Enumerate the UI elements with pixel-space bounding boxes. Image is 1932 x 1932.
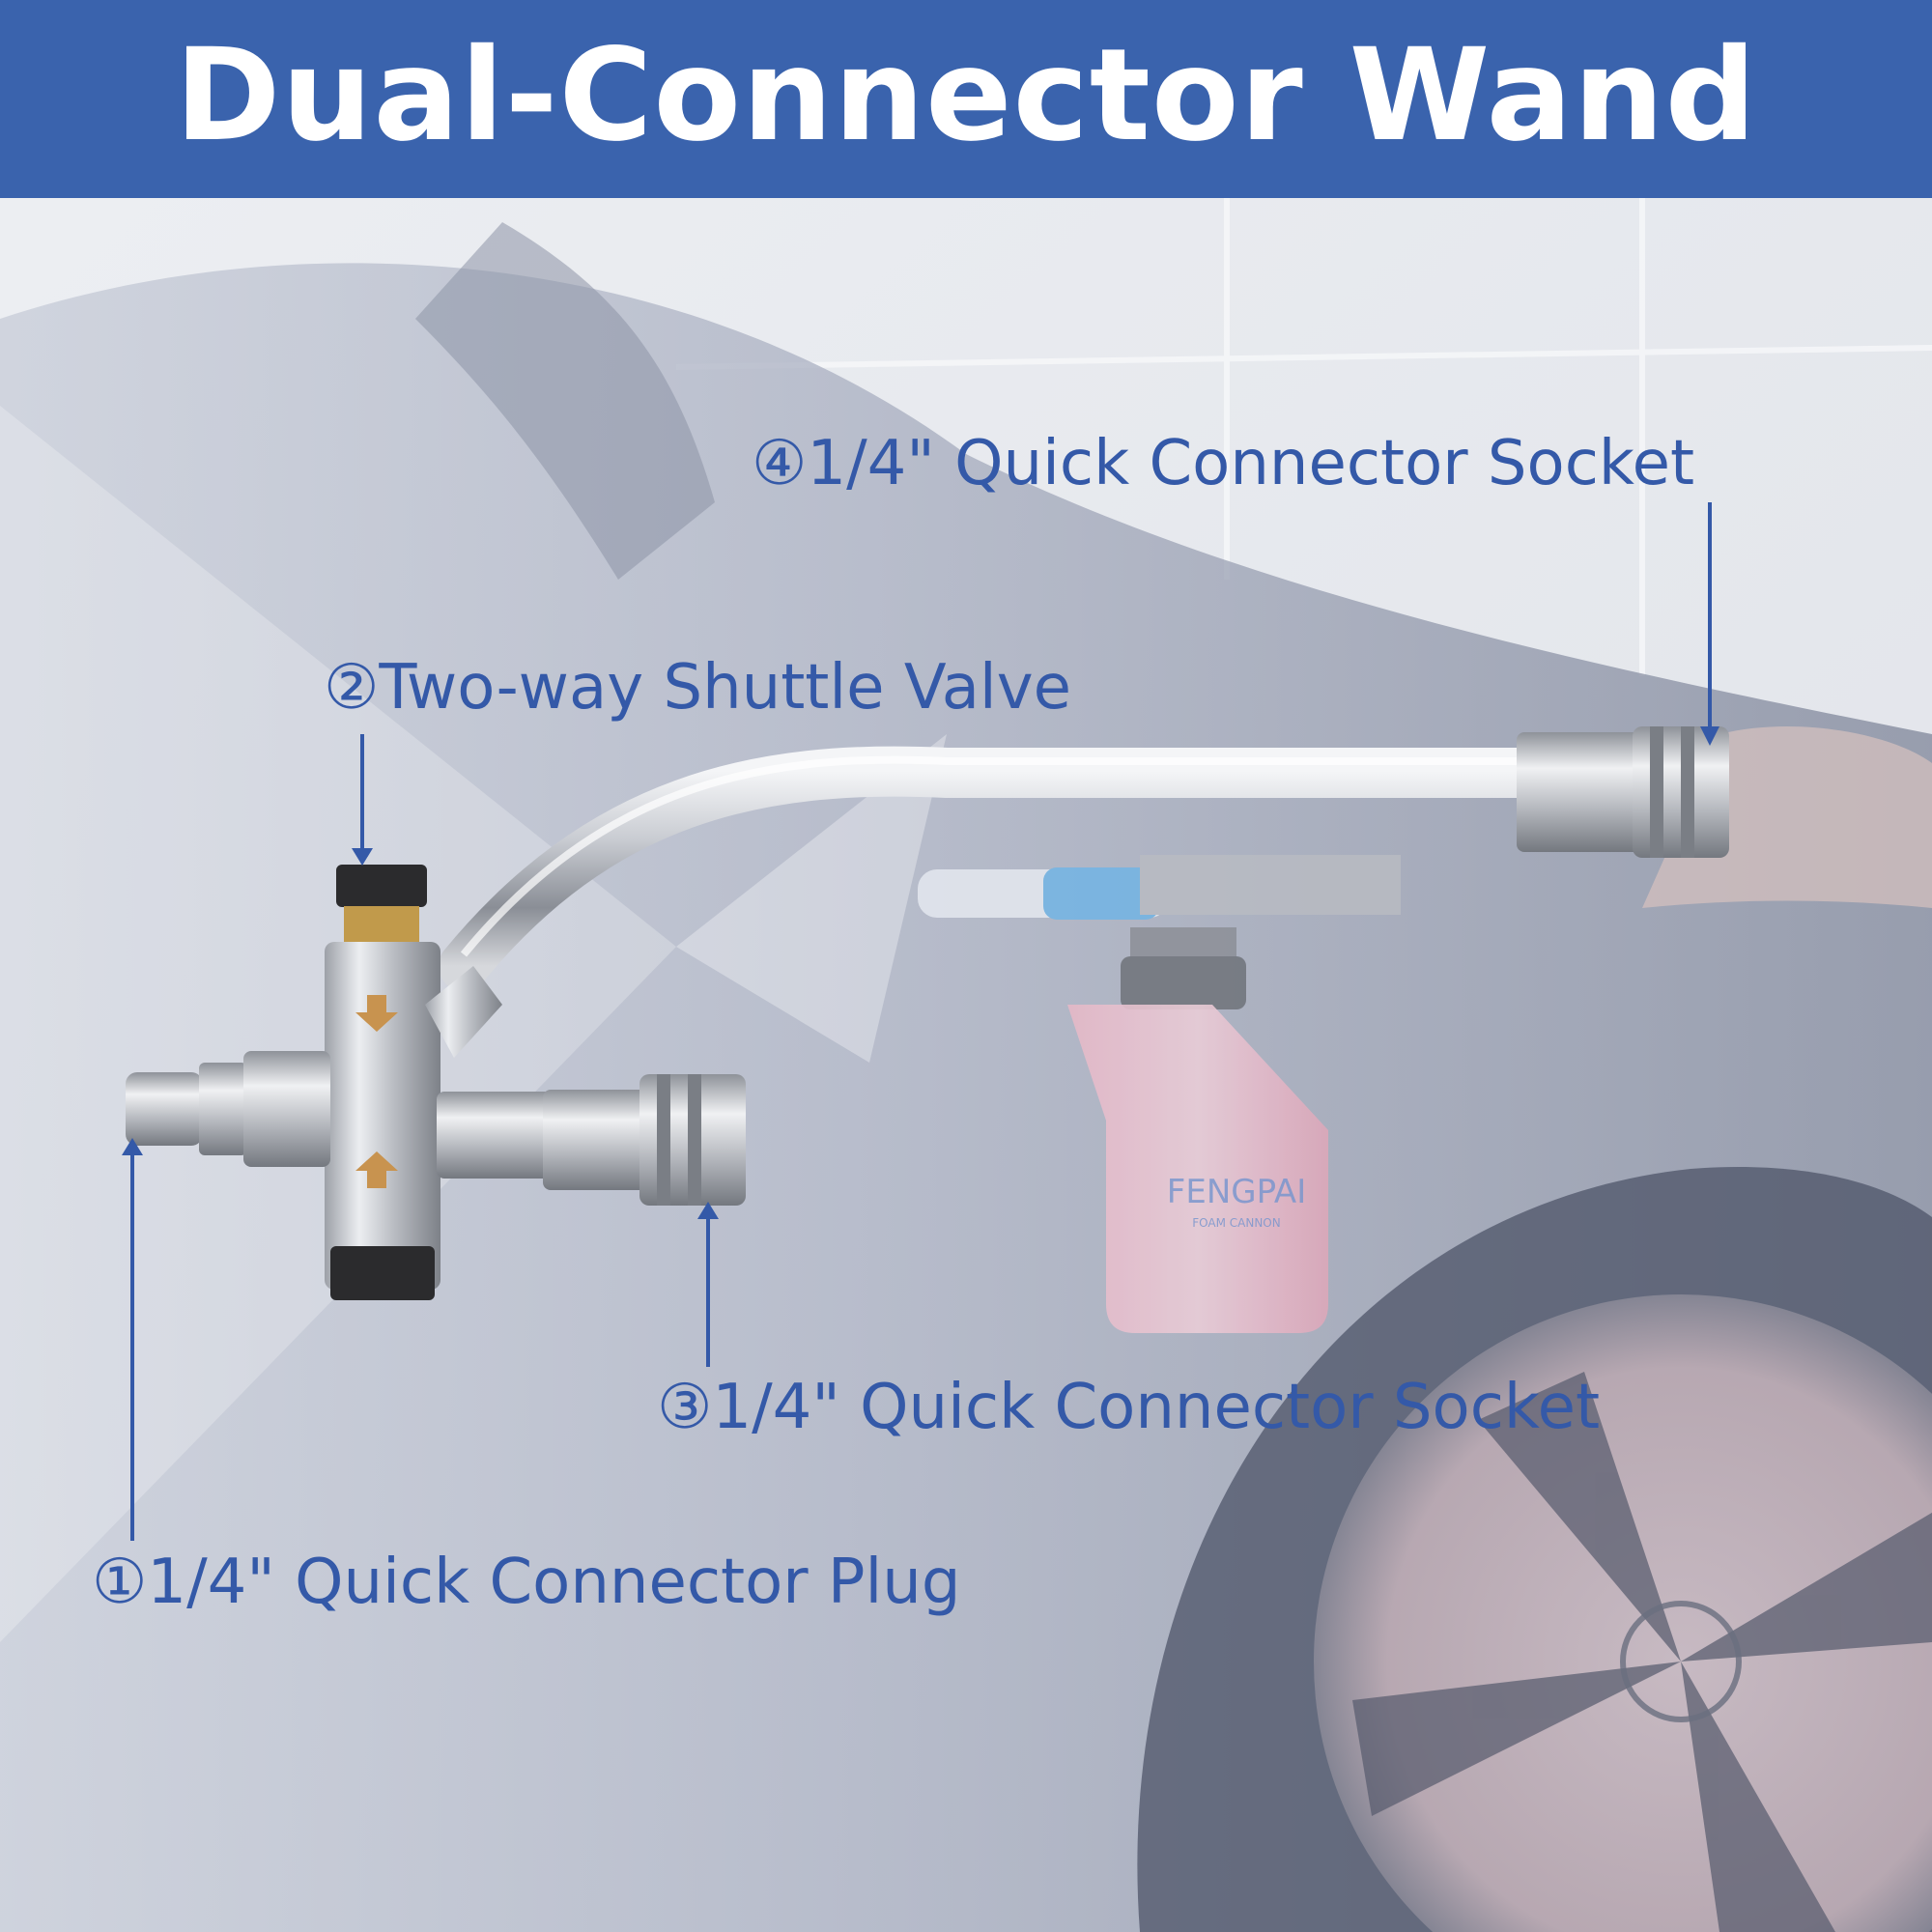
- wheel-hub-icon: [1620, 1601, 1742, 1722]
- wheel: [1314, 1294, 1932, 1932]
- callout-pointers: [122, 502, 1719, 1541]
- flow-arrow-up-icon: [355, 1151, 398, 1188]
- callout-socket-4: ④1/4" Quick Connector Socket: [752, 428, 1695, 499]
- callout-socket-3: ③1/4" Quick Connector Socket: [657, 1372, 1601, 1443]
- bottle-brand: FENGPAI: [1167, 1173, 1306, 1211]
- shuttle-valve: [325, 865, 502, 1300]
- plug-1: [126, 1051, 330, 1167]
- title-banner: Dual-Connector Wand: [0, 0, 1932, 198]
- wand-tube: [439, 746, 1571, 991]
- car-window: [415, 222, 715, 580]
- wheel-spokes: [1352, 1372, 1932, 1932]
- wall-tiles: [675, 198, 1932, 676]
- foam-cannon: FENGPAI FOAM CANNON: [918, 855, 1401, 1333]
- pointer-plug-1-arrow-icon: [122, 1138, 143, 1155]
- pointer-valve-2-arrow-icon: [352, 848, 373, 866]
- callout-plug-1: ①1/4" Quick Connector Plug: [92, 1547, 961, 1618]
- flow-arrow-down-icon: [355, 995, 398, 1032]
- socket-4: [1517, 726, 1729, 858]
- callout-shuttle-valve-2: ②Two-way Shuttle Valve: [324, 652, 1071, 724]
- pointer-socket-4-arrow-icon: [1700, 726, 1719, 746]
- pointer-socket-3-arrow-icon: [697, 1202, 719, 1219]
- page-title: Dual-Connector Wand: [174, 20, 1758, 170]
- socket-3: [437, 1074, 746, 1206]
- bottle-subtitle: FOAM CANNON: [1192, 1216, 1280, 1230]
